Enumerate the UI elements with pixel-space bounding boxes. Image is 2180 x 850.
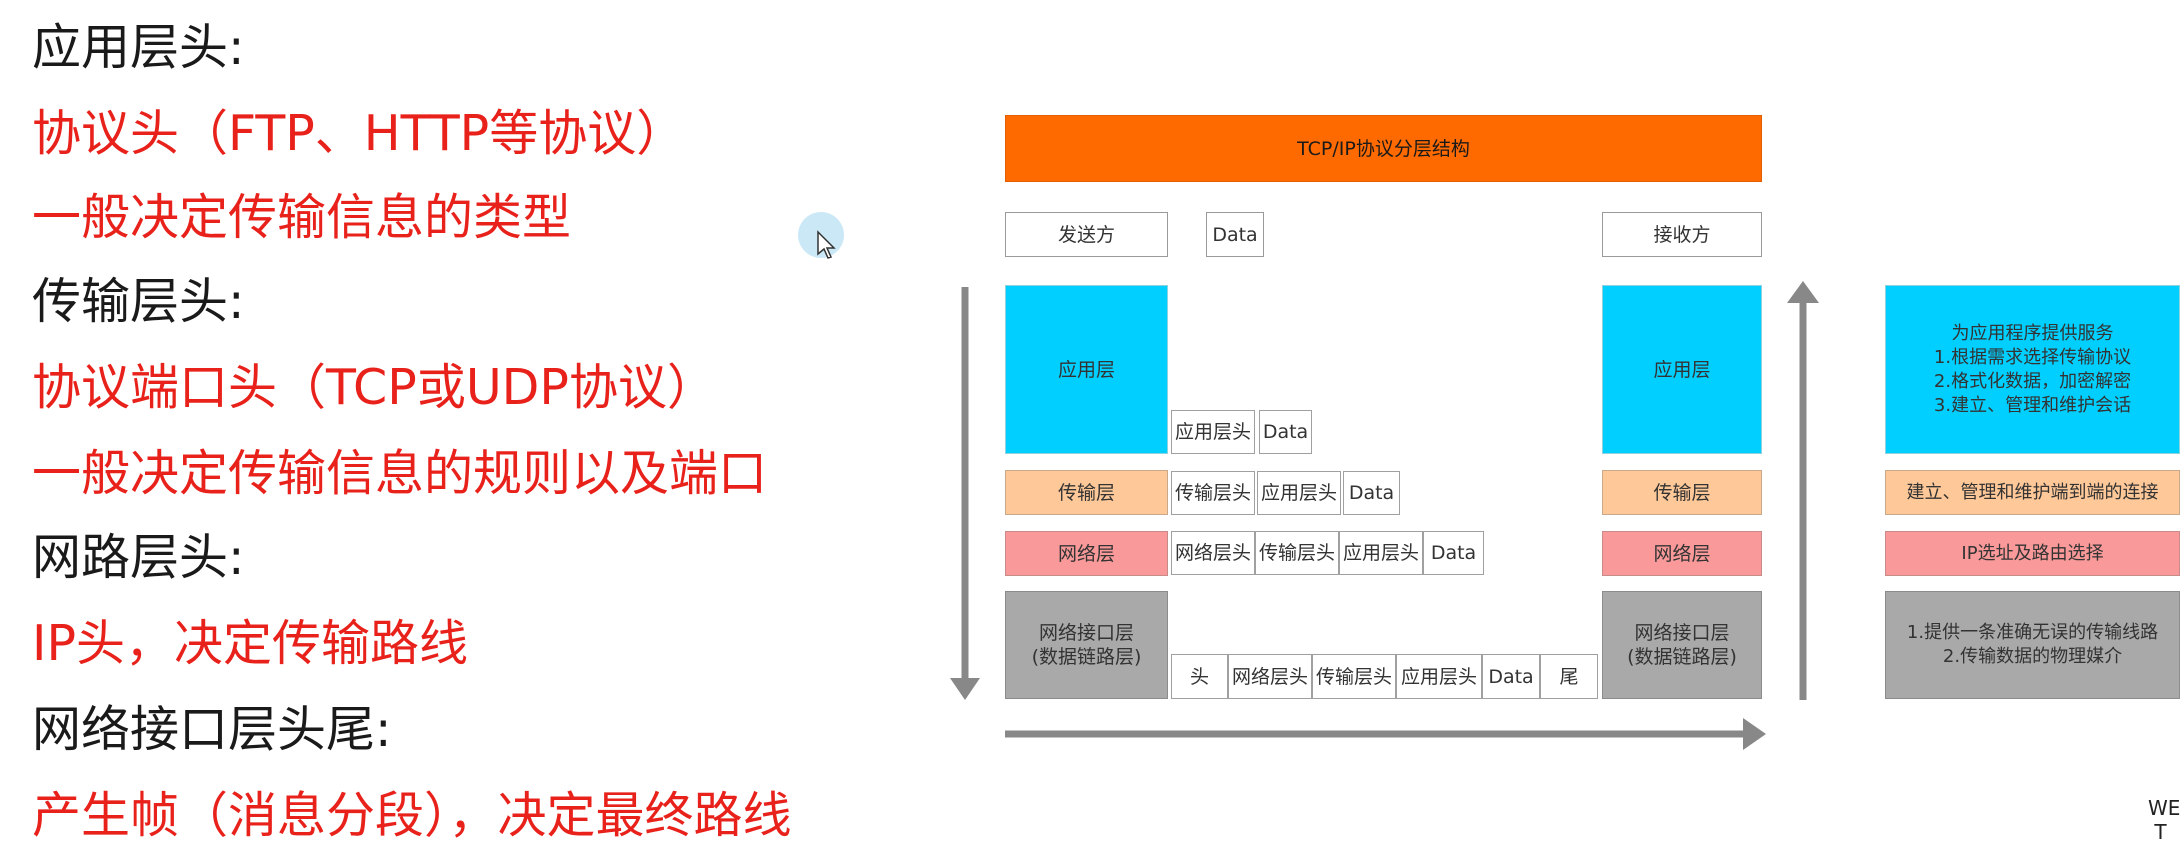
data-label: Data bbox=[1206, 212, 1264, 257]
watermark-text: WE T bbox=[2148, 796, 2180, 844]
desc-network-layer: IP选址及路由选择 bbox=[1885, 531, 2180, 576]
encap-link-head: 头 bbox=[1171, 654, 1228, 699]
mouse-cursor-highlight bbox=[798, 212, 844, 259]
encap-link-transport-header: 传输层头 bbox=[1312, 654, 1396, 699]
note-transport-purpose: 一般决定传输信息的规则以及端口 bbox=[32, 445, 768, 502]
desc-link-layer: 1.提供一条准确无误的传输线路 2.传输数据的物理媒介 bbox=[1885, 591, 2180, 699]
note-transport-header: 传输层头: bbox=[32, 273, 245, 330]
up-arrow-head bbox=[1787, 281, 1819, 303]
encap-network-transport-header: 传输层头 bbox=[1255, 531, 1339, 575]
note-network-purpose: IP头，决定传输路线 bbox=[32, 615, 468, 672]
desc-transport-layer: 建立、管理和维护端到端的连接 bbox=[1885, 470, 2180, 515]
encap-app-data: Data bbox=[1259, 410, 1312, 454]
note-app-header: 应用层头: bbox=[32, 19, 245, 76]
sender-network-layer: 网络层 bbox=[1005, 531, 1168, 576]
sender-transport-layer: 传输层 bbox=[1005, 470, 1168, 515]
encap-app-header: 应用层头 bbox=[1171, 410, 1255, 454]
sender-label: 发送方 bbox=[1005, 212, 1168, 257]
note-network-header: 网路层头: bbox=[32, 529, 245, 586]
sender-link-layer: 网络接口层 (数据链路层) bbox=[1005, 591, 1168, 699]
note-transport-protocol: 协议端口头（TCP或UDP协议） bbox=[32, 359, 716, 416]
note-link-header: 网络接口层头尾: bbox=[32, 701, 392, 758]
sender-app-layer: 应用层 bbox=[1005, 285, 1168, 454]
encap-transport-app-header: 应用层头 bbox=[1257, 471, 1341, 515]
encap-link-data: Data bbox=[1482, 654, 1540, 699]
down-arrow-head bbox=[950, 678, 980, 700]
encap-link-tail: 尾 bbox=[1540, 654, 1598, 699]
receiver-link-layer: 网络接口层 (数据链路层) bbox=[1602, 591, 1762, 699]
encap-transport-header: 传输层头 bbox=[1171, 471, 1255, 515]
receiver-transport-layer: 传输层 bbox=[1602, 470, 1762, 515]
receiver-network-layer: 网络层 bbox=[1602, 531, 1762, 576]
encap-network-app-header: 应用层头 bbox=[1339, 531, 1423, 575]
encap-network-data: Data bbox=[1423, 531, 1484, 575]
note-app-purpose: 一般决定传输信息的类型 bbox=[32, 189, 572, 246]
encap-transport-data: Data bbox=[1343, 471, 1400, 515]
encap-link-app-header: 应用层头 bbox=[1396, 654, 1482, 699]
receiver-app-layer: 应用层 bbox=[1602, 285, 1762, 454]
encap-network-header: 网络层头 bbox=[1171, 531, 1255, 575]
diagram-title: TCP/IP协议分层结构 bbox=[1005, 115, 1762, 182]
desc-app-layer: 为应用程序提供服务 1.根据需求选择传输协议 2.格式化数据，加密解密 3.建立… bbox=[1885, 285, 2180, 454]
note-link-purpose: 产生帧（消息分段），决定最终路线 bbox=[32, 787, 792, 844]
note-app-protocol: 协议头（FTP、HTTP等协议） bbox=[32, 105, 686, 162]
receiver-label: 接收方 bbox=[1602, 212, 1762, 257]
right-arrow-head bbox=[1743, 718, 1766, 750]
encap-link-network-header: 网络层头 bbox=[1228, 654, 1312, 699]
